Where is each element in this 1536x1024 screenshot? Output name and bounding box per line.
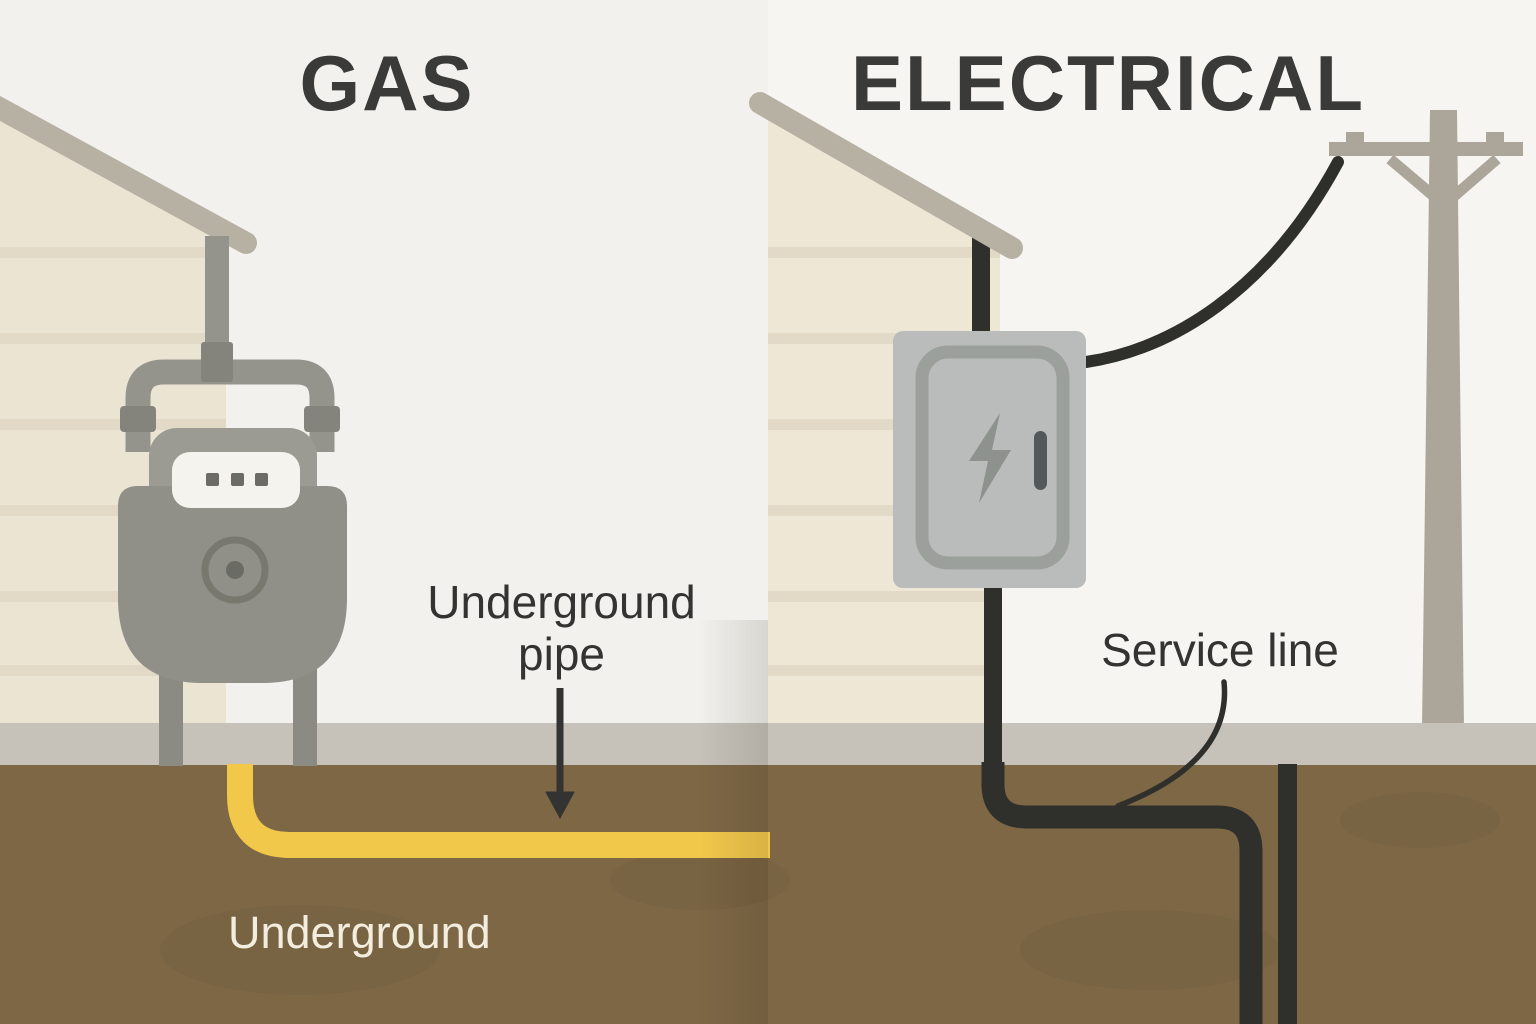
gas-title: GAS xyxy=(299,39,475,127)
house-left-roof xyxy=(0,95,257,254)
electrical-title: ELECTRICAL xyxy=(851,39,1365,127)
pole-trunk xyxy=(1422,110,1464,730)
gas-meter-icon xyxy=(118,236,347,766)
underground-label: Underground xyxy=(228,907,491,958)
pole-insulator-right xyxy=(1486,132,1504,143)
down-arrow-icon xyxy=(545,688,575,820)
service-line-label: Service line xyxy=(1101,624,1339,676)
panel-divider-shadow xyxy=(698,620,768,1024)
underground-gas-pipe xyxy=(227,764,770,858)
house-right-siding xyxy=(768,247,1000,676)
pipe-tee-fitting xyxy=(201,342,233,382)
meter-display-digit xyxy=(231,473,244,486)
electrical-panel-icon xyxy=(893,331,1086,588)
service-line-leader xyxy=(1115,679,1228,809)
service-mast-conduit xyxy=(972,228,990,334)
pipe-coupling-left xyxy=(120,406,156,432)
underground-service-line xyxy=(981,762,1263,1024)
overhead-service-wire xyxy=(1080,156,1344,368)
utility-pole-icon xyxy=(1329,110,1523,730)
house-left-siding xyxy=(0,247,226,676)
lightning-bolt-icon xyxy=(969,413,1011,503)
pipe-coupling-right xyxy=(304,406,340,432)
pole-insulator-left xyxy=(1346,132,1364,143)
pole-brace-left xyxy=(1386,154,1440,203)
underground-pipe-label: Underground pipe xyxy=(427,576,696,680)
meter-dial-center xyxy=(226,561,244,579)
panel-down-conduit xyxy=(984,584,1002,766)
meter-display-digit xyxy=(206,473,219,486)
house-right-roof xyxy=(749,92,1023,259)
pole-brace-right xyxy=(1448,154,1501,203)
underground-main-line xyxy=(1278,764,1297,1024)
panel-door-outline xyxy=(915,345,1070,570)
panel-door-handle xyxy=(1034,431,1047,490)
pole-crossarm xyxy=(1329,142,1523,156)
meter-display-digit xyxy=(255,473,268,486)
